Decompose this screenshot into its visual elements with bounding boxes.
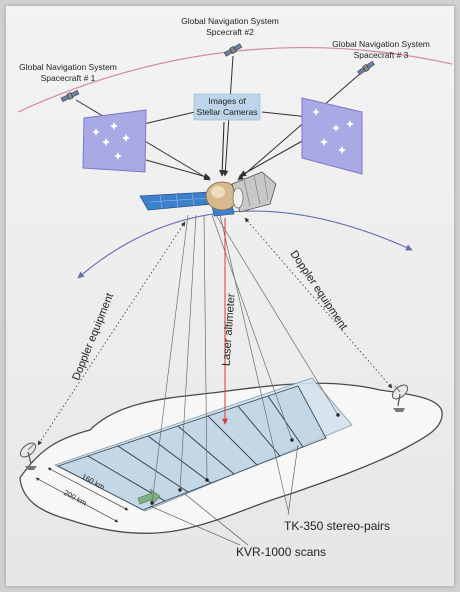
kvr-leader-b — [184, 493, 249, 546]
spacecraft-2-line2: Spcecraft #2 — [206, 27, 254, 37]
star-icon — [92, 122, 130, 160]
satellite-icon — [223, 43, 243, 57]
stellar-line1: Images of — [208, 96, 246, 106]
star-icon — [312, 108, 354, 154]
spacecraft-2-label: Global Navigation System Spcecraft #2 — [181, 16, 279, 37]
spacecraft-1-line2: Spacecraft # 1 — [41, 73, 96, 83]
ground-point-dots — [150, 413, 340, 505]
doppler-line-left — [37, 221, 186, 446]
spacecraft-1-label: Global Navigation System Spacecraft # 1 — [19, 62, 117, 83]
stellar-label-box — [193, 93, 261, 121]
dish-antenna-icon — [391, 384, 409, 412]
scan-direction-arrow — [137, 488, 161, 506]
orbital-station-icon — [139, 171, 277, 217]
tk350-leader — [287, 444, 299, 516]
stellar-line2: Stellar Cameras — [197, 107, 258, 117]
orbit-arc-lower — [77, 210, 413, 279]
dish-antenna-icon — [19, 442, 37, 470]
satellite-icon — [60, 90, 80, 102]
dim-line-200 — [35, 477, 119, 523]
star-panel-right — [301, 97, 363, 175]
stellar-arrows — [134, 111, 319, 180]
spacecraft-3-line1: Global Navigation System — [332, 39, 430, 49]
spacecraft-1-line1: Global Navigation System — [19, 62, 117, 72]
spacecraft-3-label: Global Navigation System Spacecraft # 3 — [332, 39, 430, 60]
doppler-line-right — [244, 217, 393, 389]
kvr1000-label: KVR-1000 scans — [236, 545, 326, 559]
stellar-cameras-label: Images of Stellar Cameras — [197, 96, 258, 117]
spacecraft-2-line1: Global Navigation System — [181, 16, 279, 26]
kvr-leader-a — [149, 505, 241, 546]
doppler-label-left: Doppler equipment — [70, 292, 116, 383]
spacecraft-3-line2: Spacecraft # 3 — [354, 50, 409, 60]
doppler-label-right: Doppler equipment — [288, 248, 350, 332]
tk350-label: TK-350 stereo-pairs — [284, 519, 390, 533]
star-panel-left — [82, 109, 147, 173]
laser-altimeter-label: Laser altimeter — [220, 293, 237, 367]
satellite-icon — [357, 60, 375, 76]
